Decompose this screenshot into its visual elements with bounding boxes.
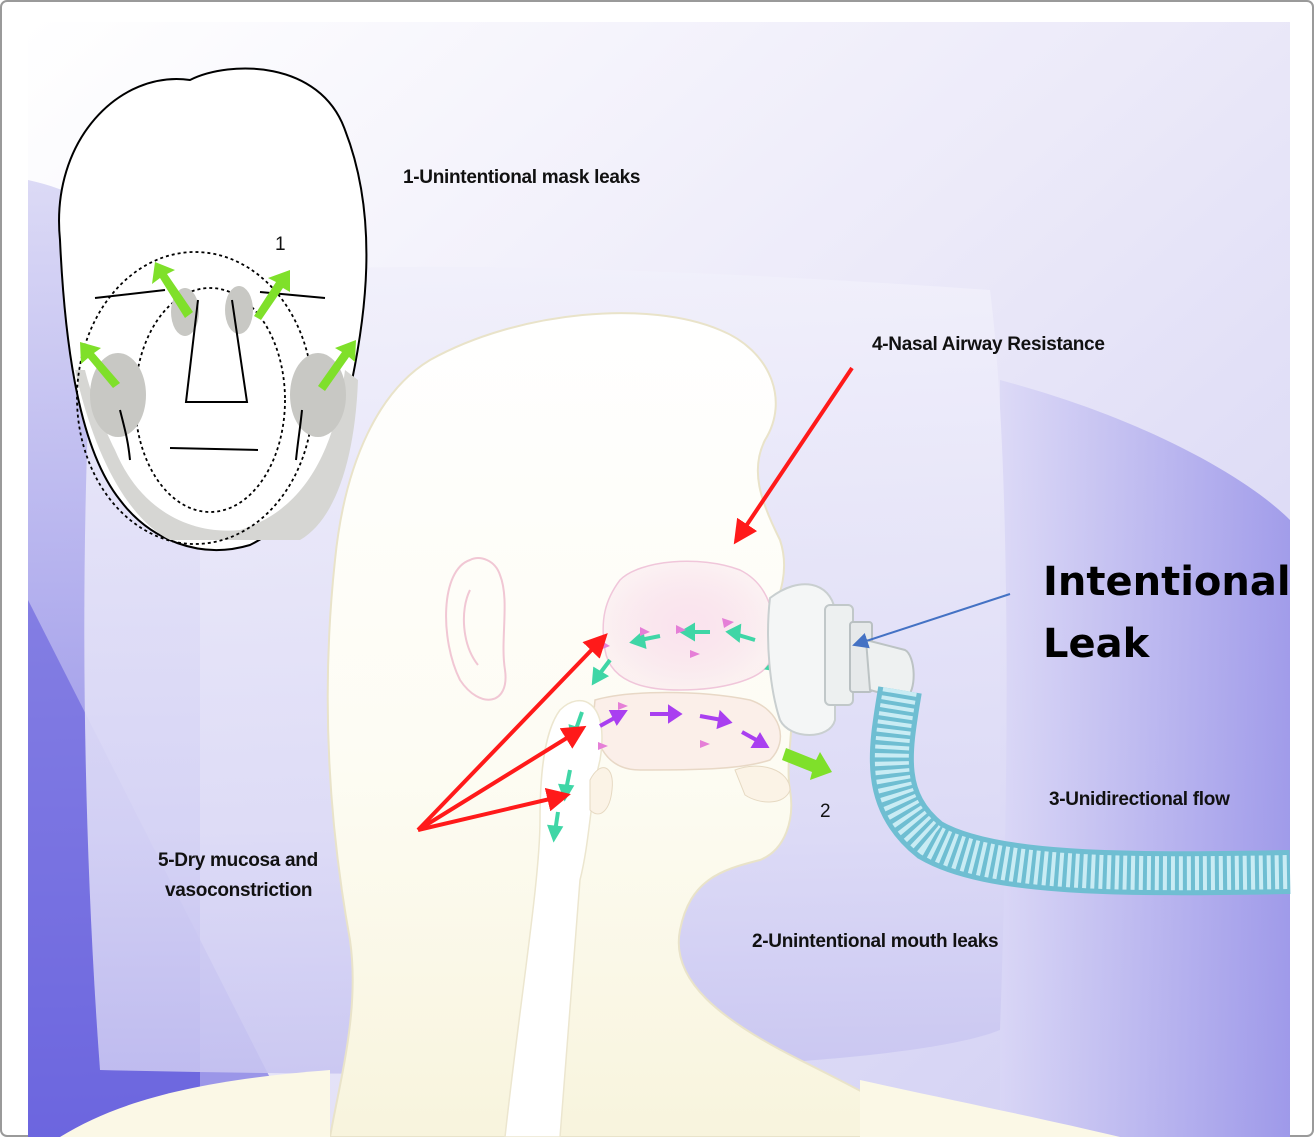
marker-2: 2 bbox=[820, 801, 831, 822]
label-dry-mucosa-line2: vasoconstriction bbox=[165, 880, 312, 901]
marker-1: 1 bbox=[275, 234, 286, 255]
label-intentional: Intentional bbox=[1043, 559, 1291, 605]
label-leak: Leak bbox=[1043, 621, 1151, 667]
label-mask-leaks: 1-Unintentional mask leaks bbox=[403, 167, 640, 188]
label-mouth-leaks: 2-Unintentional mouth leaks bbox=[752, 931, 998, 952]
label-dry-mucosa-line1: 5-Dry mucosa and bbox=[158, 850, 318, 871]
face-inset bbox=[59, 68, 366, 549]
label-unidirectional-flow: 3-Unidirectional flow bbox=[1049, 789, 1230, 810]
label-nasal-resistance: 4-Nasal Airway Resistance bbox=[872, 334, 1105, 355]
